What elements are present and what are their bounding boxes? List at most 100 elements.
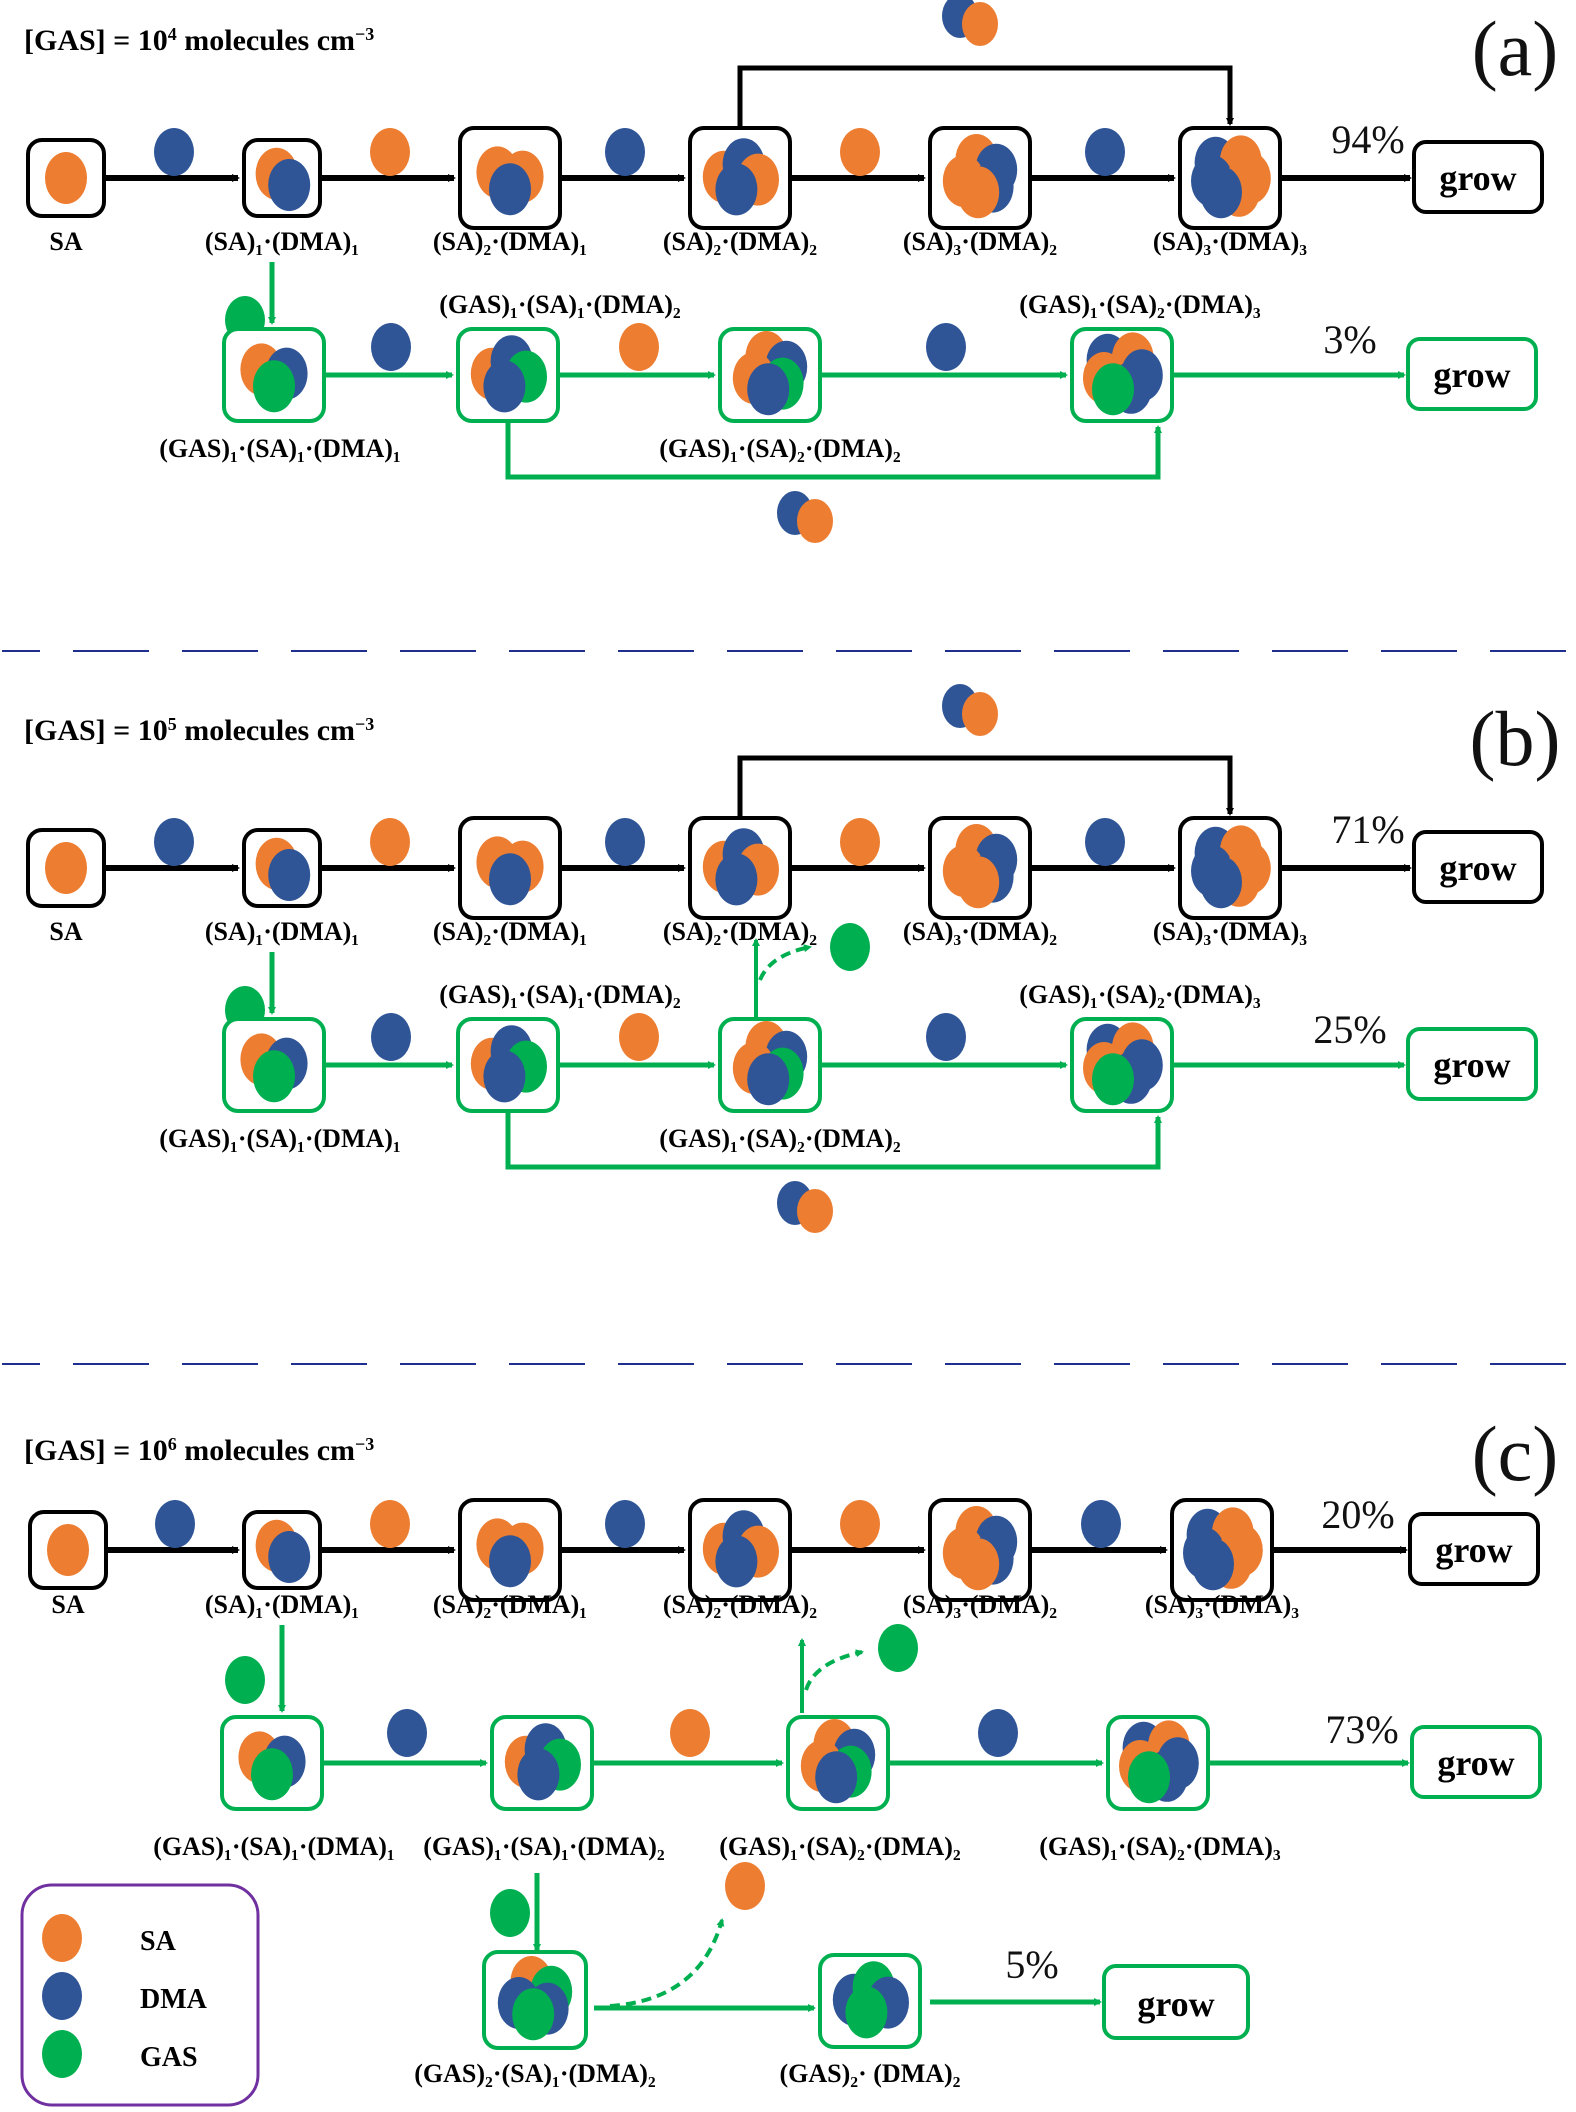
gas-molecule-icon bbox=[225, 1656, 265, 1704]
cluster-label: (GAS)₁·(SA)₁·(DMA)₂ bbox=[423, 1832, 665, 1861]
dma-molecule-icon bbox=[1085, 128, 1125, 176]
dma-molecule-icon bbox=[489, 853, 531, 906]
dma-molecule-icon bbox=[1200, 856, 1242, 909]
panel-a: [GAS] = 104 molecules cm−3(a)SA(SA)₁·(DM… bbox=[24, 0, 1558, 543]
sa-molecule-icon bbox=[957, 1538, 1000, 1591]
dma-molecule-icon bbox=[1192, 1538, 1234, 1591]
cluster-node: (GAS)₁·(SA)₁·(DMA)₁ bbox=[153, 1715, 395, 1861]
cluster-label: (SA)₃·(DMA)₃ bbox=[1145, 1590, 1299, 1619]
cluster-molecules-icon bbox=[1191, 135, 1271, 219]
cluster-label: (SA)₃·(DMA)₃ bbox=[1153, 917, 1307, 946]
sa-molecule-icon bbox=[619, 1013, 659, 1061]
dma-molecule-icon bbox=[371, 323, 411, 371]
reaction-arrow bbox=[505, 421, 1162, 480]
dma-molecule-icon bbox=[715, 1535, 758, 1588]
gas-molecule-icon bbox=[42, 2030, 82, 2078]
gas-molecule-icon bbox=[490, 1889, 530, 1937]
dma-molecule-icon bbox=[517, 1748, 560, 1801]
cluster-molecules-icon bbox=[732, 331, 808, 416]
main-chain: SA(SA)₁·(DMA)₁(SA)₂·(DMA)₁(SA)₂·(DMA)₂(S… bbox=[26, 0, 1544, 256]
sa-molecule-icon bbox=[47, 1524, 89, 1576]
dma-molecule-icon bbox=[1081, 1500, 1121, 1548]
main-chain: SA (SA)₁·(DMA)₁ (SA)₂·(DMA)₁ (SA)₂·(DMA)₂ (S… bbox=[28, 1492, 1540, 1619]
cluster-node: (SA)₃·(DMA)₂ bbox=[903, 816, 1057, 946]
cluster-label: (GAS)₂·(SA)₁·(DMA)₂ bbox=[414, 2059, 656, 2088]
gas-molecule-icon bbox=[512, 1988, 555, 2041]
cluster-molecules-icon bbox=[497, 1956, 573, 2041]
grow-box bbox=[1410, 1725, 1542, 1799]
cluster-node: (SA)₁·(DMA)₁ bbox=[205, 828, 359, 946]
dma-molecule-icon bbox=[605, 128, 645, 176]
cluster-label: (SA)₁·(DMA)₁ bbox=[205, 1590, 359, 1619]
sa-molecule-icon bbox=[670, 1709, 710, 1757]
cluster-molecules-icon bbox=[702, 828, 779, 906]
legend-label: SA bbox=[140, 1926, 177, 1957]
cluster-molecules-icon bbox=[702, 1510, 779, 1588]
cluster-molecules-icon bbox=[732, 1021, 808, 1106]
cluster-node: (SA)₂·(DMA)₂ bbox=[663, 1498, 817, 1619]
cluster-molecules-icon bbox=[238, 1731, 306, 1801]
sa-molecule-icon bbox=[370, 1500, 410, 1548]
dma-molecule-icon bbox=[1085, 818, 1125, 866]
cluster-node: SA bbox=[26, 138, 106, 256]
gas-concentration-label: [GAS] = 106 molecules cm−3 bbox=[24, 1434, 374, 1467]
cluster-label: (SA)₂·(DMA)₂ bbox=[663, 917, 817, 946]
gas-molecule-icon bbox=[845, 1986, 888, 2039]
legend-item: DMA bbox=[42, 1972, 208, 2020]
cluster-node: (GAS)₁·(SA)₂·(DMA)₃ bbox=[1039, 1715, 1281, 1861]
cluster-molecules-icon bbox=[832, 1961, 909, 2039]
dma-molecule-icon bbox=[387, 1709, 427, 1757]
evaporation-arrow bbox=[609, 1918, 725, 2008]
sa-molecule-icon bbox=[725, 1862, 765, 1910]
cluster-molecules-icon bbox=[1119, 1720, 1199, 1804]
cluster-label: (GAS)₁·(SA)₂·(DMA)₂ bbox=[659, 434, 901, 463]
cluster-label: (GAS)₁·(SA)₂·(DMA)₂ bbox=[719, 1832, 961, 1861]
sa-molecule-icon bbox=[370, 128, 410, 176]
cluster-label: (SA)₂·(DMA)₂ bbox=[663, 227, 817, 256]
cluster-label: (SA)₃·(DMA)₂ bbox=[903, 227, 1057, 256]
cluster-label: (SA)₃·(DMA)₂ bbox=[903, 1590, 1057, 1619]
dma-molecule-icon bbox=[747, 1053, 790, 1106]
cluster-label: (SA)₂·(DMA)₁ bbox=[433, 1590, 587, 1619]
cluster-label: SA bbox=[51, 1590, 84, 1619]
dma-molecule-icon bbox=[605, 1500, 645, 1548]
cluster-molecules-icon bbox=[1183, 1507, 1263, 1591]
sa-molecule-icon bbox=[840, 1500, 880, 1548]
sa-molecule-icon bbox=[962, 2, 998, 46]
cluster-molecules-icon bbox=[476, 836, 544, 906]
panel-letter: (c) bbox=[1472, 1410, 1559, 1497]
grow-box bbox=[1102, 1964, 1250, 2040]
evaporation-arrow bbox=[758, 944, 812, 981]
cluster-molecules-icon bbox=[504, 1723, 581, 1801]
sa-molecule-icon bbox=[797, 499, 833, 543]
cluster-molecules-icon bbox=[800, 1719, 876, 1804]
gas-molecule-icon bbox=[1092, 363, 1134, 416]
cluster-node: (GAS)₁·(SA)₂·(DMA)₂ bbox=[659, 327, 901, 463]
gas-molecule-icon bbox=[1092, 1053, 1134, 1106]
cluster-molecules-icon bbox=[470, 335, 547, 413]
cluster-label: (GAS)₁·(SA)₂·(DMA)₂ bbox=[659, 1124, 901, 1153]
dma-molecule-icon bbox=[815, 1751, 858, 1804]
cluster-node: (SA)₃·(DMA)₃ bbox=[1145, 1498, 1299, 1619]
cluster-label: (GAS)₁·(SA)₁·(DMA)₁ bbox=[159, 434, 400, 463]
grow-percent-label: 25% bbox=[1313, 1007, 1386, 1052]
cluster-molecules-icon bbox=[45, 152, 87, 204]
grow-label: grow bbox=[1433, 355, 1510, 395]
sa-molecule-icon bbox=[45, 152, 87, 204]
cluster-node: (SA)₁·(DMA)₁ bbox=[205, 1510, 359, 1619]
panel-letter: (b) bbox=[1470, 695, 1561, 782]
cluster-label: (GAS)₂· (DMA)₂ bbox=[780, 2059, 961, 2088]
gas-chain: (GAS)₁·(SA)₁·(DMA)₁(GAS)₁·(SA)₁·(DMA)₂(G… bbox=[159, 262, 1538, 543]
dma-molecule-icon bbox=[1200, 166, 1242, 219]
dma-molecule-icon bbox=[268, 849, 311, 901]
cluster-node: (SA)₃·(DMA)₃ bbox=[1153, 126, 1307, 256]
gas-molecule-icon bbox=[830, 923, 870, 971]
sa-molecule-icon bbox=[840, 818, 880, 866]
cluster-molecules-icon bbox=[942, 134, 1018, 219]
cluster-node: (SA)₂·(DMA)₁ bbox=[433, 816, 587, 946]
grow-percent-label: 73% bbox=[1325, 1707, 1398, 1752]
cluster-molecules-icon bbox=[255, 1519, 311, 1583]
gas-chain: (GAS)₁·(SA)₁·(DMA)₁ (GAS)₁·(SA)₁·(DMA)₂ (G… bbox=[153, 1625, 1542, 1861]
cluster-node: (GAS)₁·(SA)₁·(DMA)₂ bbox=[439, 980, 681, 1113]
